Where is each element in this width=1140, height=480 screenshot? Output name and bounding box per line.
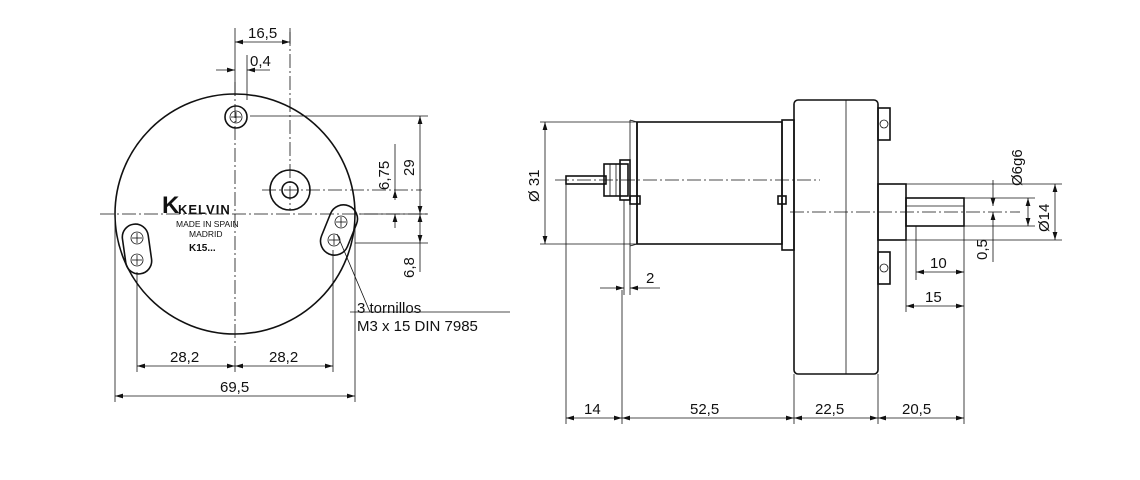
dim-bottom-1: 14: [584, 401, 601, 418]
dim-bottom-3: 22,5: [815, 401, 844, 418]
dim-right-lower: 6,8: [401, 257, 418, 278]
shaft-hub-inner: [281, 181, 299, 199]
dim-right-upper: 6,75: [376, 161, 393, 190]
dim-shaft-length: 15: [925, 289, 942, 306]
origin-line-2: MADRID: [189, 229, 223, 239]
motor-body: [636, 121, 783, 245]
kelvin-logo: K KELVIN: [162, 192, 231, 219]
side-view: Ø 31 2 Ø6g6 Ø14 0,5 10 15 1: [526, 99, 1062, 424]
gearbox-flange: [781, 119, 795, 251]
origin-line-1: MADE IN SPAIN: [176, 219, 239, 229]
screw-note-line-2: M3 x 15 DIN 7985: [357, 318, 478, 335]
dim-body-diameter: Ø 31: [526, 169, 543, 202]
dim-bottom-right: 28,2: [269, 349, 298, 366]
screw-top-icon: [224, 105, 248, 129]
gearbox-housing: [793, 99, 879, 375]
screw-right-icon: [319, 204, 359, 256]
model-label: K15...: [189, 243, 216, 254]
screw-left-icon: [121, 223, 153, 275]
kelvin-logo-letter: K: [162, 192, 180, 219]
dim-overall-width: 69,5: [220, 379, 249, 396]
dim-bottom-4: 20,5: [902, 401, 931, 418]
dim-top-small: 0,4: [250, 53, 271, 70]
dim-shaft-diameter: Ø6g6: [1009, 149, 1026, 186]
shaft-hub-outer: [269, 169, 311, 211]
front-view: K KELVIN MADE IN SPAIN MADRID K15... 16,…: [100, 25, 510, 402]
dim-shaft-flat: 10: [930, 255, 947, 272]
output-shaft: [905, 197, 965, 227]
dim-terminal-offset: 2: [646, 270, 654, 287]
dim-bottom-2: 52,5: [690, 401, 719, 418]
dim-hub-diameter: Ø14: [1036, 204, 1053, 232]
screw-note-line-1: 3 tornillos: [357, 300, 421, 317]
dim-bottom-left: 28,2: [170, 349, 199, 366]
dim-top-offset: 16,5: [248, 25, 277, 42]
dim-right-total: 29: [401, 159, 418, 176]
brand-name: KELVIN: [178, 202, 231, 217]
dim-shaft-offset: 0,5: [974, 239, 991, 260]
terminal-pins: [565, 159, 631, 201]
